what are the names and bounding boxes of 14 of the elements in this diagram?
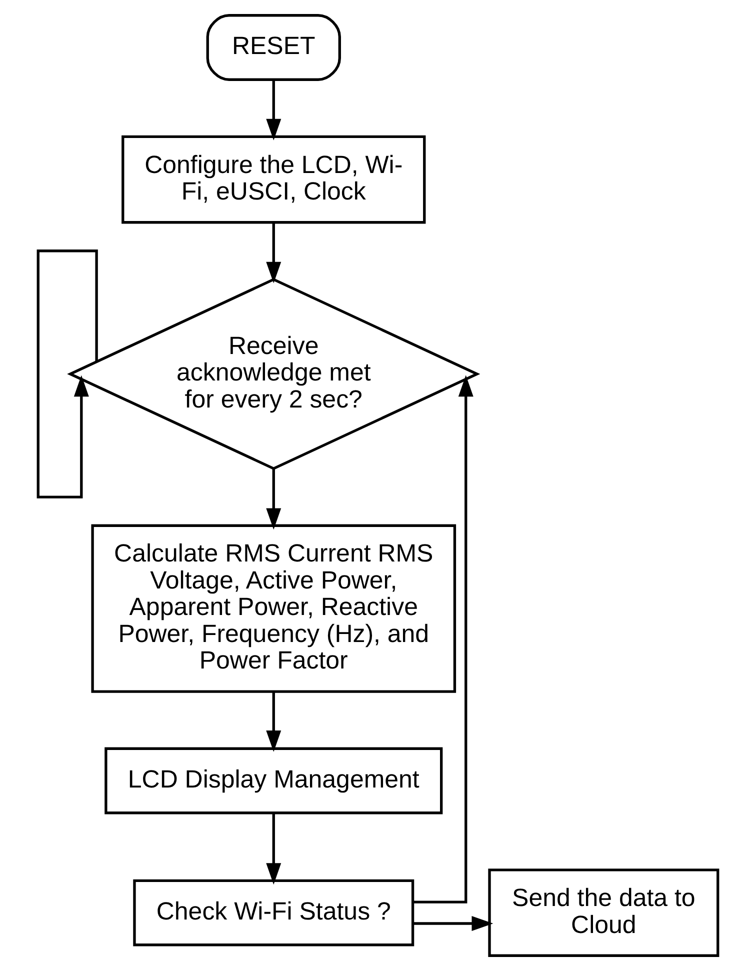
arrow — [266, 813, 282, 885]
arrow — [266, 468, 282, 530]
node-diamond: Receive acknowledge met for every 2 sec? — [67, 278, 480, 470]
node-box: Calculate RMS Current RMS Voltage, Active Power, Apparent Power, Reactive Power, Frequency (Hz), and Power Factor — [91, 524, 456, 693]
arrow — [412, 375, 474, 904]
node-box: Send the data to Cloud — [488, 868, 720, 957]
arrow — [266, 222, 282, 284]
arrow — [266, 80, 282, 140]
arrow — [413, 916, 494, 931]
node-box: RESET — [206, 14, 341, 81]
node-box: LCD Display Management — [104, 747, 443, 814]
arrow — [266, 692, 282, 752]
node-box: Configure the LCD, Wi-Fi, eUSCI, Clock — [122, 135, 426, 224]
node-box: Check Wi-Fi Status ? — [133, 879, 414, 946]
